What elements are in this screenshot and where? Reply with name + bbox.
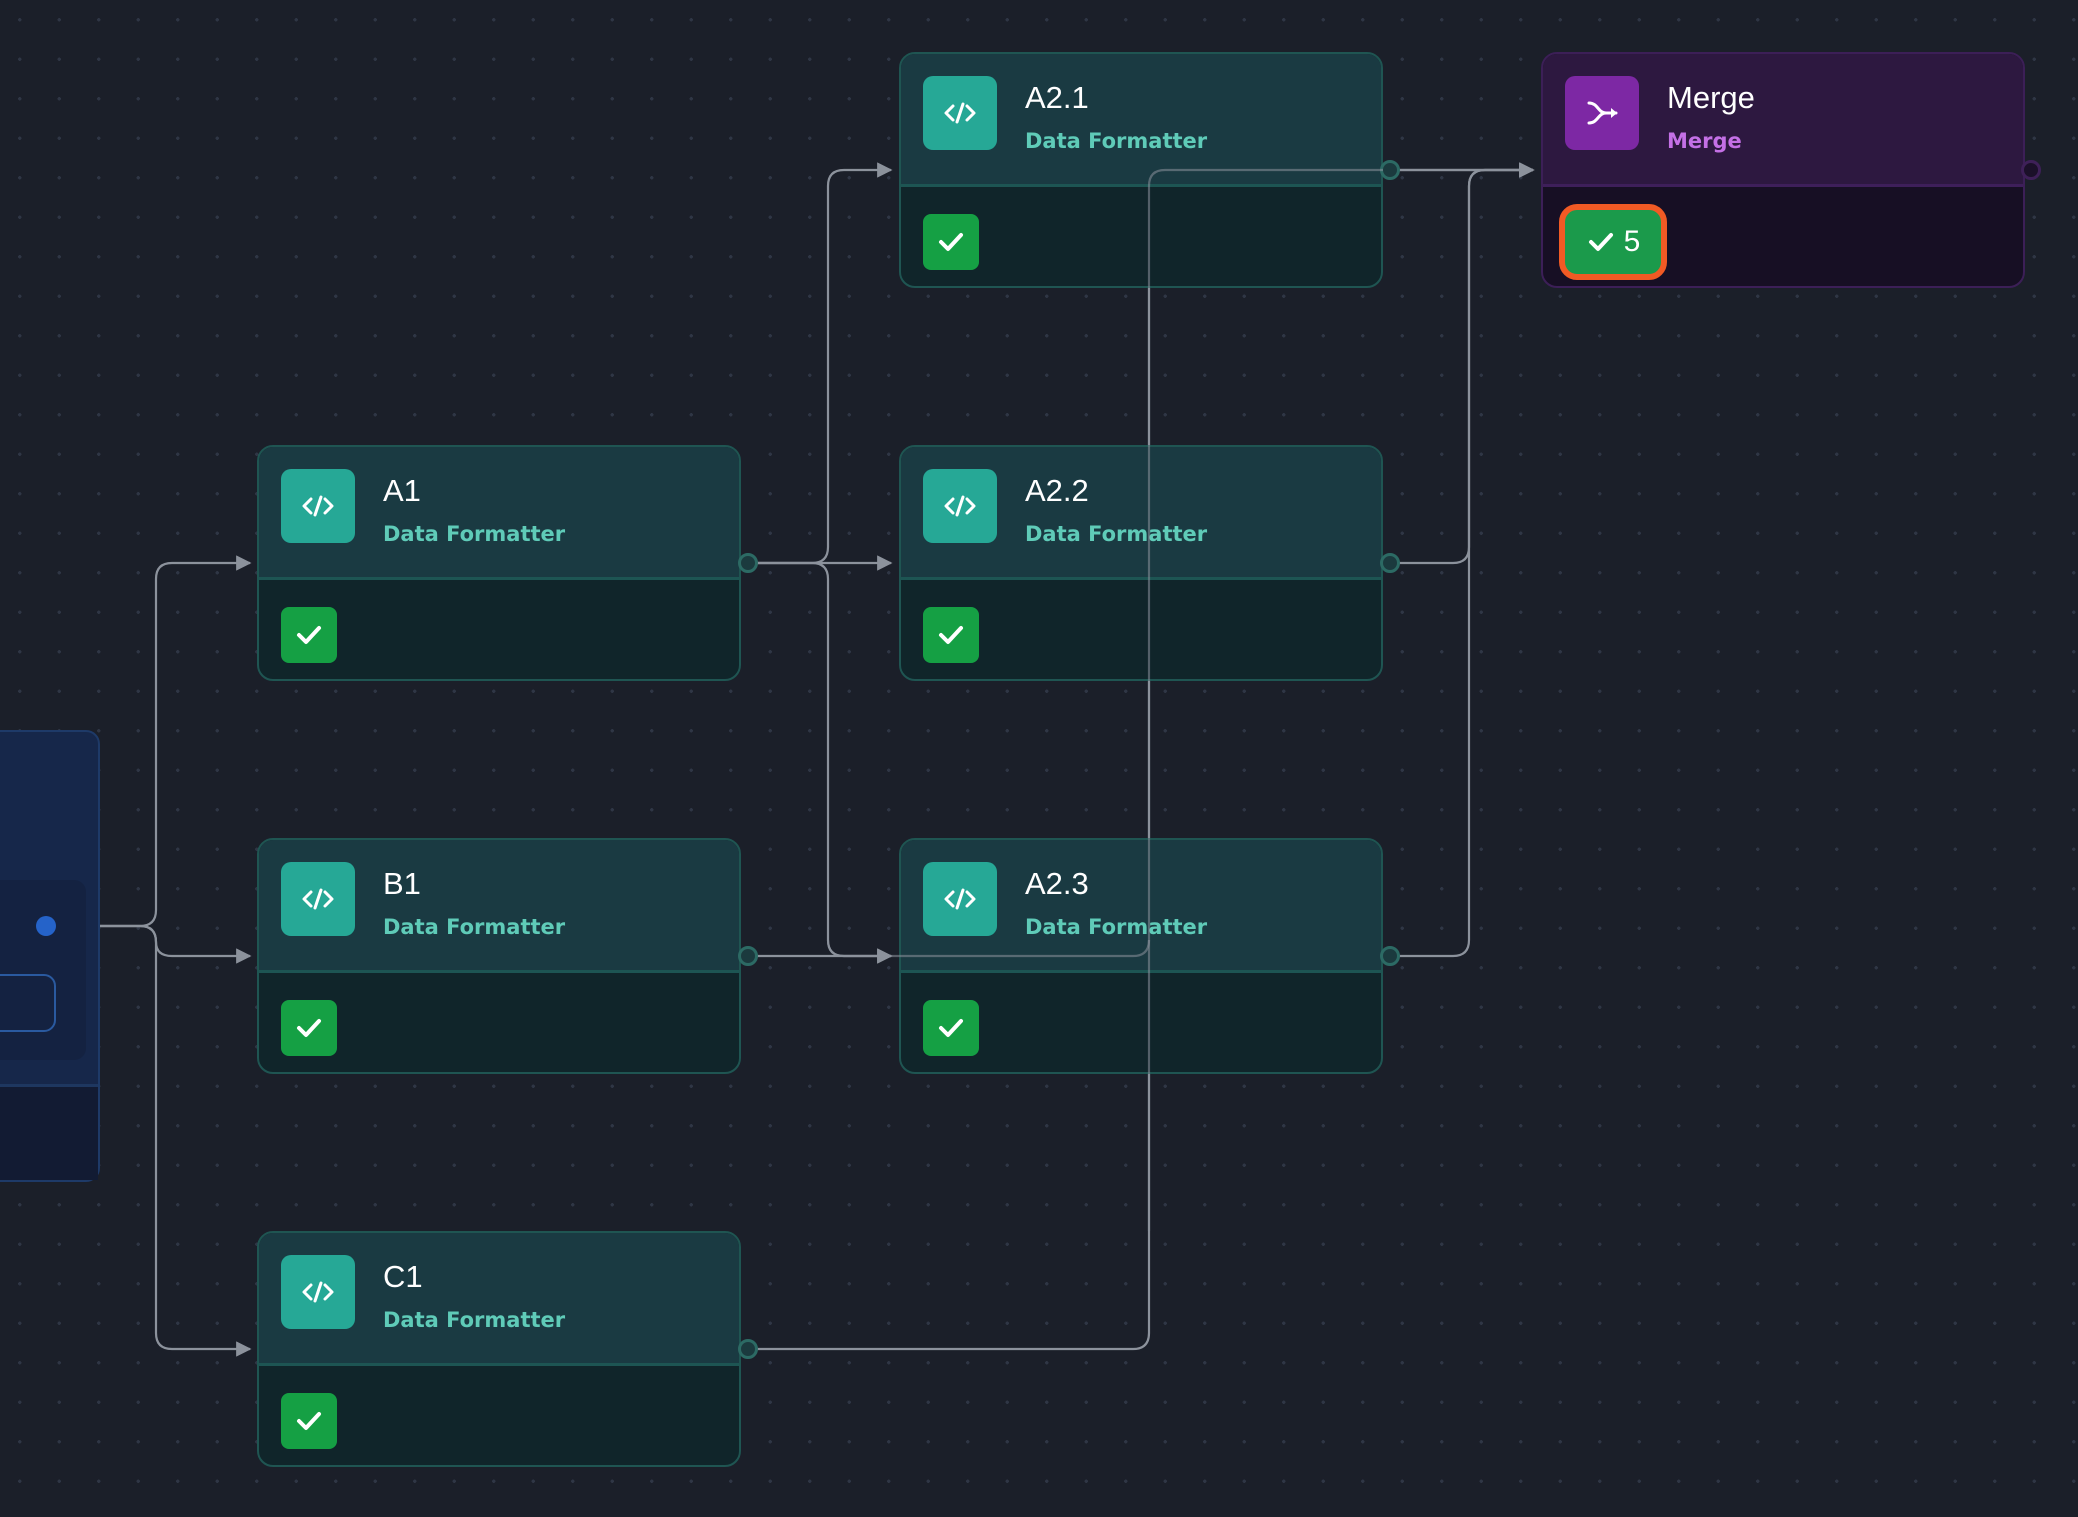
node-subtitle: Data Formatter bbox=[383, 915, 566, 939]
node-a2-2-output-handle[interactable] bbox=[1380, 553, 1400, 573]
node-subtitle: Data Formatter bbox=[1025, 915, 1208, 939]
node-c1-output-handle[interactable] bbox=[738, 1339, 758, 1359]
node-subtitle: Data Formatter bbox=[1025, 129, 1208, 153]
node-c1[interactable]: C1 Data Formatter bbox=[257, 1231, 741, 1467]
node-b1-output-handle[interactable] bbox=[738, 946, 758, 966]
code-icon bbox=[923, 469, 997, 543]
node-a2-2[interactable]: A2.2 Data Formatter bbox=[899, 445, 1383, 681]
node-a2-1[interactable]: A2.1 Data Formatter bbox=[899, 52, 1383, 288]
check-icon[interactable] bbox=[281, 607, 337, 663]
node-title: B1 bbox=[383, 866, 421, 901]
source-input-field[interactable] bbox=[0, 974, 56, 1032]
edge-a2-2-merge bbox=[1391, 162, 1535, 565]
node-a1[interactable]: A1 Data Formatter bbox=[257, 445, 741, 681]
node-title: A2.2 bbox=[1025, 473, 1089, 508]
source-node-body bbox=[0, 880, 86, 1060]
node-merge-output-handle[interactable] bbox=[2021, 160, 2041, 180]
edge-source-a1 bbox=[56, 555, 252, 928]
node-a2-1-output-handle[interactable] bbox=[1380, 160, 1400, 180]
code-icon bbox=[281, 469, 355, 543]
node-title: C1 bbox=[383, 1259, 423, 1294]
code-icon bbox=[923, 76, 997, 150]
check-icon[interactable] bbox=[923, 214, 979, 270]
code-icon bbox=[923, 862, 997, 936]
node-merge[interactable]: Merge Merge 5 bbox=[1541, 52, 2025, 288]
check-icon[interactable] bbox=[281, 1000, 337, 1056]
source-node-footer bbox=[0, 1084, 98, 1180]
node-title: A2.3 bbox=[1025, 866, 1089, 901]
node-title: A1 bbox=[383, 473, 421, 508]
node-title: A2.1 bbox=[1025, 80, 1089, 115]
node-a1-output-handle[interactable] bbox=[738, 553, 758, 573]
status-badge[interactable]: 5 bbox=[1559, 204, 1667, 280]
check-icon[interactable] bbox=[923, 607, 979, 663]
check-icon[interactable] bbox=[281, 1393, 337, 1449]
node-subtitle: Merge bbox=[1667, 129, 1742, 153]
node-a2-3-output-handle[interactable] bbox=[1380, 946, 1400, 966]
node-subtitle: Data Formatter bbox=[383, 522, 566, 546]
source-node[interactable] bbox=[0, 730, 100, 1182]
edge-a2-3-merge bbox=[1391, 162, 1535, 958]
edge-source-c1 bbox=[56, 924, 252, 1357]
check-icon[interactable] bbox=[923, 1000, 979, 1056]
code-icon bbox=[281, 1255, 355, 1329]
edge-a1-a2-1 bbox=[749, 162, 893, 565]
badge-count: 5 bbox=[1623, 225, 1641, 258]
node-subtitle: Data Formatter bbox=[1025, 522, 1208, 546]
node-a2-3[interactable]: A2.3 Data Formatter bbox=[899, 838, 1383, 1074]
source-output-handle[interactable] bbox=[36, 916, 56, 936]
edge-a1-a2-3 bbox=[749, 561, 893, 964]
merge-arrow-icon bbox=[1565, 76, 1639, 150]
edge-c1-merge bbox=[749, 162, 1535, 1351]
node-b1[interactable]: B1 Data Formatter bbox=[257, 838, 741, 1074]
node-title: Merge bbox=[1667, 80, 1755, 115]
code-icon bbox=[281, 862, 355, 936]
check-icon bbox=[1588, 233, 1613, 251]
node-subtitle: Data Formatter bbox=[383, 1308, 566, 1332]
